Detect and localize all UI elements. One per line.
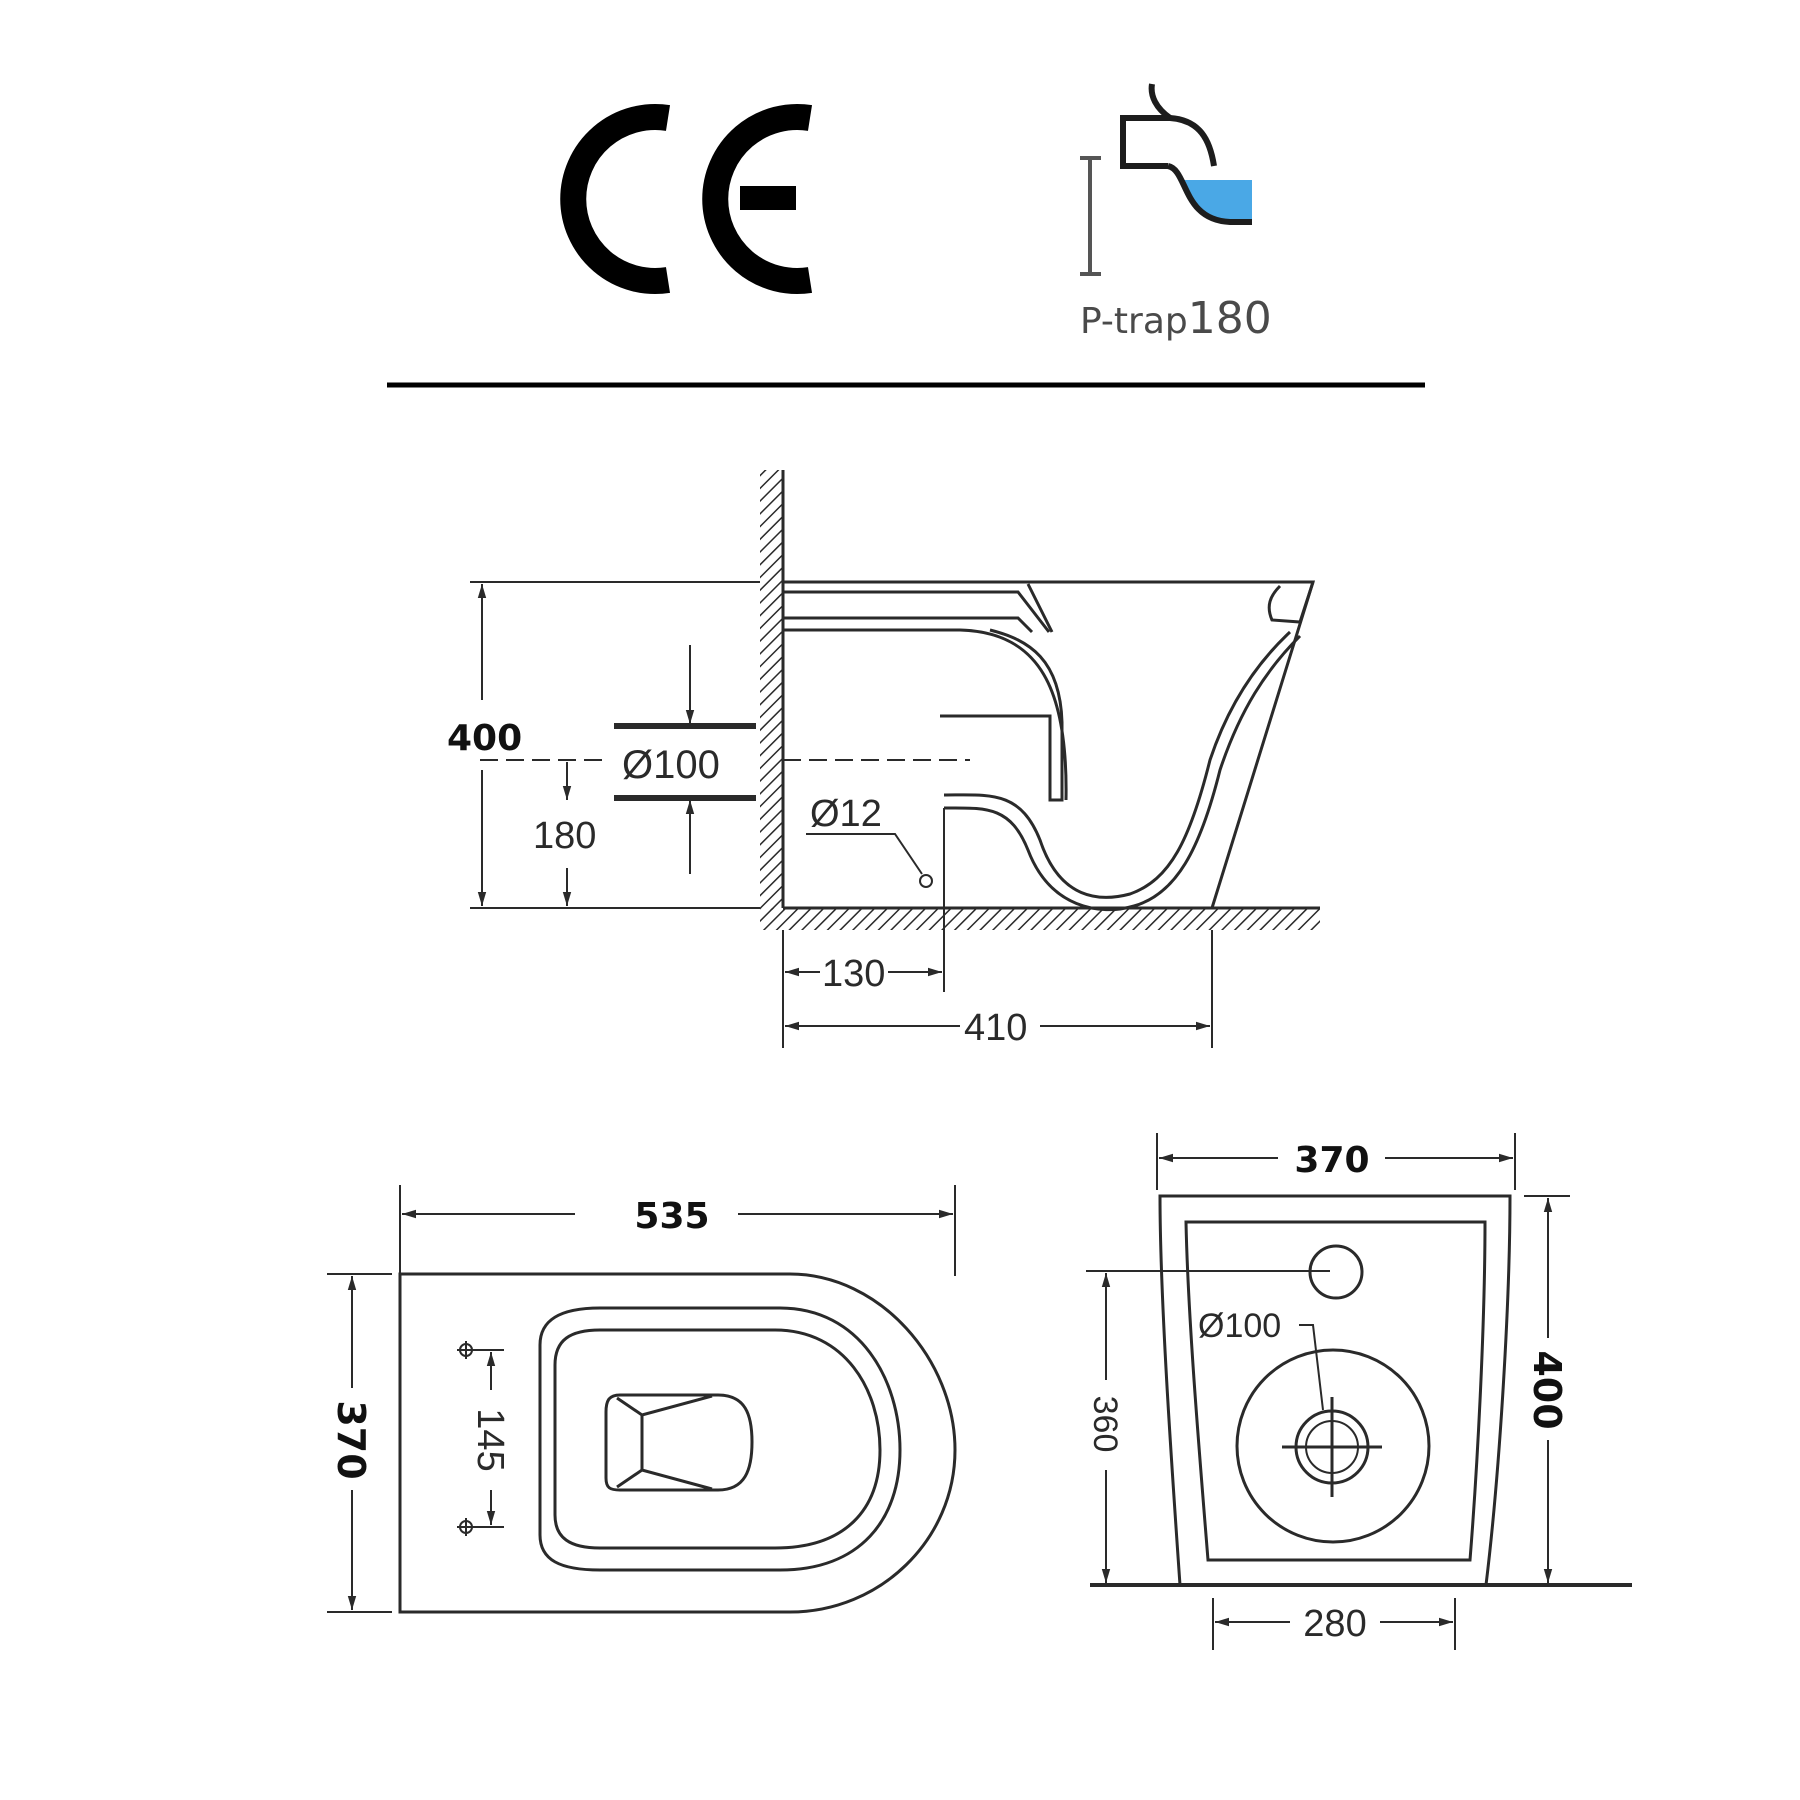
dim-inlet-distance: 130 <box>822 953 885 995</box>
dim-width: 370 <box>329 1400 373 1479</box>
dim-fixing-spacing: 145 <box>469 1408 511 1471</box>
dim-outlet-height: 180 <box>533 815 596 857</box>
dim-length: 535 <box>634 1196 709 1237</box>
p-trap-label: P-trap180 <box>1080 293 1272 344</box>
dim-overall-height: 400 <box>447 718 522 759</box>
fixing-hole-icon <box>457 1341 475 1359</box>
dim-inlet-diameter: Ø12 <box>810 793 882 835</box>
wall-hatch <box>760 470 782 910</box>
p-trap-icon <box>1080 83 1252 276</box>
ce-mark-icon <box>560 104 813 294</box>
dim-inlet-height: 360 <box>1086 1396 1124 1453</box>
water-icon <box>1170 168 1252 222</box>
floor-hatch <box>760 908 1320 930</box>
side-view <box>470 470 1320 1048</box>
dim-base-width: 280 <box>1303 1603 1366 1645</box>
dim-outlet-diameter: Ø100 <box>622 743 720 787</box>
top-view <box>327 1185 957 1614</box>
rear-view <box>1086 1133 1632 1650</box>
dim-overall-depth: 410 <box>964 1007 1027 1049</box>
dim-rear-width: 370 <box>1294 1140 1369 1181</box>
dim-rear-outlet-diameter: Ø100 <box>1198 1307 1281 1345</box>
dim-rear-height: 400 <box>1525 1350 1569 1429</box>
fixing-hole-icon <box>457 1518 475 1536</box>
